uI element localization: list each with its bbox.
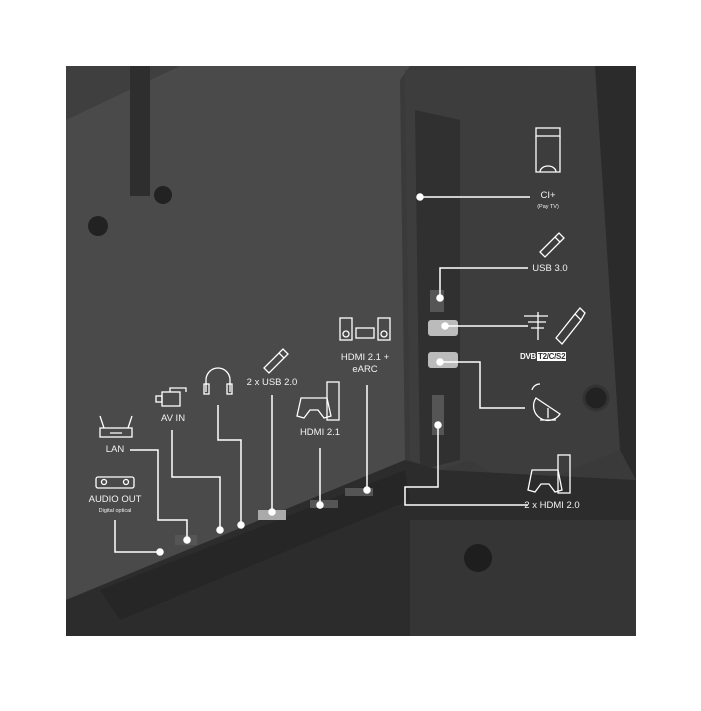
mount-hole — [582, 384, 610, 412]
label-lan: LAN — [105, 444, 125, 455]
mount-hole — [154, 186, 172, 204]
label-hdmi20: 2 x HDMI 2.0 — [524, 500, 580, 511]
label-ci-plus-sub: (Pay TV) — [537, 204, 559, 210]
dvb-suffix: T2/C/S2 — [537, 352, 567, 361]
label-av-in: AV IN — [160, 413, 186, 424]
headphones-icon — [203, 367, 233, 395]
mount-hole — [464, 544, 492, 572]
camcorder-icon — [155, 387, 187, 407]
label-audio-out-sub: Digital optical — [98, 508, 132, 514]
mount-hole — [88, 216, 108, 236]
label-usb2: 2 x USB 2.0 — [246, 377, 298, 388]
usb-stick-icon — [263, 348, 289, 374]
side-edge — [595, 66, 636, 480]
label-hdmi21: HDMI 2.1 — [299, 427, 341, 438]
label-hdmi21-earc: HDMI 2.1 +eARC — [341, 352, 389, 376]
satellite-dish-icon — [531, 383, 561, 422]
label-hdmi21-earc-line1: HDMI 2.1 + — [340, 352, 390, 363]
gamepad-console-icon — [296, 381, 340, 421]
label-ci-plus: CI+ — [540, 190, 556, 201]
label-usb3: USB 3.0 — [532, 263, 568, 274]
optical-audio-icon — [95, 476, 135, 489]
label-audio-out: AUDIO OUT — [88, 494, 142, 505]
ci-card-icon — [535, 127, 561, 173]
router-icon — [99, 415, 133, 438]
panel-shade — [66, 66, 180, 120]
stand-bar — [130, 66, 150, 196]
coax-cable-icon — [555, 307, 586, 345]
leader-lines — [114, 193, 530, 556]
usb-stick-icon — [539, 232, 565, 258]
label-hdmi21-earc-line2: eARC — [352, 364, 378, 375]
antenna-icon — [524, 312, 548, 340]
speakers-soundbar-icon — [339, 317, 391, 341]
gamepad-console-icon — [527, 454, 571, 494]
stand-base — [410, 520, 636, 636]
rear-panel — [66, 66, 410, 600]
dvb-prefix: DVB — [520, 352, 536, 361]
